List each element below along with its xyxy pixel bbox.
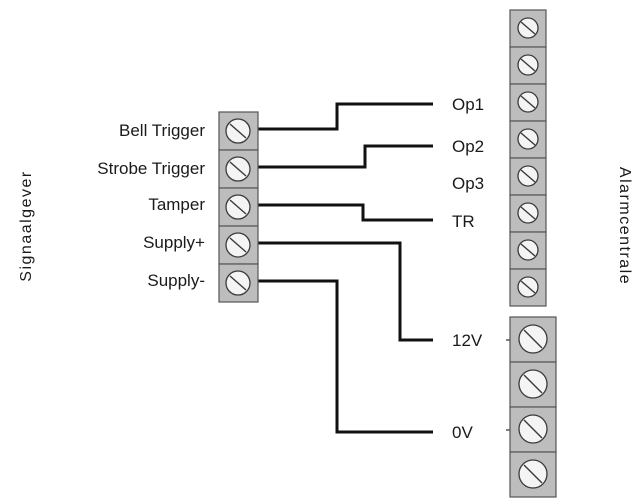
wire-tamper-tr — [258, 203, 433, 222]
screw-slot — [229, 237, 247, 253]
label-op2: Op2 — [452, 137, 484, 156]
screw-slot — [520, 243, 536, 257]
label-tamper: Tamper — [148, 195, 205, 214]
wire-strobe-trigger-op2 — [258, 144, 433, 169]
screw-slot — [520, 132, 536, 146]
label-0v: 0V — [452, 423, 473, 442]
screw-slot — [523, 464, 543, 484]
screw-slot — [229, 275, 247, 291]
right-side-title: Alarmcentrale — [616, 167, 633, 285]
screw-slot — [520, 169, 536, 183]
wire-supply-plus-12v — [258, 241, 433, 342]
left-labels: Bell Trigger Strobe Trigger Tamper Suppl… — [97, 121, 205, 290]
screw-slot — [520, 58, 536, 72]
wire-supply-minus-0v — [258, 279, 433, 434]
label-strobe-trigger: Strobe Trigger — [97, 159, 205, 178]
screw-slot — [523, 329, 543, 349]
label-supply-plus: Supply+ — [143, 233, 205, 252]
screw-slot — [523, 374, 543, 394]
screw-slot — [523, 419, 543, 439]
screw-slot — [229, 161, 247, 177]
right-labels: Op1 Op2 Op3 TR 12V 0V — [452, 95, 484, 442]
label-op3: Op3 — [452, 174, 484, 193]
left-terminal-block — [218, 111, 259, 303]
screw-slot — [520, 280, 536, 294]
label-supply-minus: Supply- — [147, 271, 205, 290]
label-bell-trigger: Bell Trigger — [119, 121, 205, 140]
label-op1: Op1 — [452, 95, 484, 114]
screw-slot — [520, 21, 536, 35]
right-power-block — [506, 316, 557, 498]
wire-bell-trigger-op1 — [258, 102, 433, 131]
screw-slot — [229, 199, 247, 215]
screw-slot — [520, 206, 536, 220]
screw-slot — [229, 123, 247, 139]
label-12v: 12V — [452, 331, 483, 350]
label-tr: TR — [452, 212, 475, 231]
screw-slot — [520, 95, 536, 109]
left-side-title: Signaalgever — [18, 170, 35, 281]
wires — [258, 102, 433, 434]
right-terminal-strip — [509, 9, 547, 307]
